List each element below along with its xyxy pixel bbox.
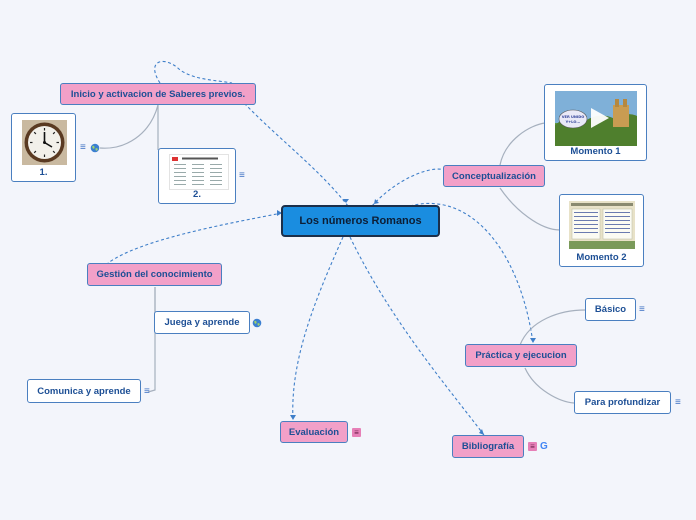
topic-gestion[interactable]: Gestión del conocimiento <box>87 263 222 286</box>
worksheet-thumbnail <box>569 201 635 249</box>
image-card-momento-2[interactable]: Momento 2 <box>559 194 644 267</box>
topic-conceptualizacion-label: Conceptualización <box>452 170 536 182</box>
notes-icon[interactable]: ≡ <box>675 397 681 408</box>
link-concept-momento2 <box>499 187 561 231</box>
topic-conceptualizacion[interactable]: Conceptualización <box>443 165 545 187</box>
topic-practica-label: Práctica y ejecucion <box>475 350 567 361</box>
central-topic-label: Los números Romanos <box>299 215 422 227</box>
link-arrow-practica <box>530 338 536 343</box>
topic-inicio[interactable]: Inicio y activacion de Saberes previos. <box>60 83 256 105</box>
subtopic-juega-label: Juega y aprende <box>164 317 240 328</box>
topic-practica[interactable]: Práctica y ejecucion <box>465 344 577 367</box>
link-arrow-bibliografia <box>479 429 484 435</box>
subtopic-juega[interactable]: Juega y aprende <box>154 311 250 334</box>
link-inicio-card1 <box>99 104 159 149</box>
link-central-bibliografia <box>349 236 485 436</box>
notes-icon[interactable]: ≡ <box>80 142 86 153</box>
link-arrow-gestion <box>277 210 282 216</box>
notes-icon[interactable]: ≡ <box>639 304 645 315</box>
image-card-document[interactable]: 2. <box>158 148 236 204</box>
topic-inicio-label: Inicio y activacion de Saberes previos. <box>70 88 246 100</box>
link-arrow-evaluacion <box>290 415 296 420</box>
document-thumbnail-lines <box>172 157 222 185</box>
link-central-conceptualizacion <box>371 168 446 207</box>
link-central-gestion <box>107 212 283 264</box>
subtopic-comunica-label: Comunica y aprende <box>37 385 131 397</box>
link-arrow-concept <box>374 199 379 204</box>
central-topic[interactable]: Los números Romanos <box>281 205 440 237</box>
image-card-clock-caption: 1. <box>39 167 48 178</box>
link-concept-momento1 <box>499 122 546 166</box>
topic-gestion-label: Gestión del conocimiento <box>96 269 213 280</box>
topic-bibliografia-label: Bibliografía <box>461 441 515 452</box>
subtopic-comunica[interactable]: Comunica y aprende <box>27 379 141 403</box>
topic-evaluacion-label: Evaluación <box>288 426 340 438</box>
image-card-momento-1[interactable]: VER UNIDO Y+LO... Momento 1 <box>544 84 647 161</box>
subtopic-basico[interactable]: Básico <box>585 298 636 321</box>
video-thumbnail-line-1: VER UNIDO <box>562 115 585 119</box>
link-central-practica <box>409 202 534 344</box>
video-thumbnail-line-2: Y+LO... <box>565 120 581 124</box>
clock-image <box>22 120 67 165</box>
google-icon[interactable]: G <box>540 441 548 452</box>
link-practica-basico <box>519 309 586 346</box>
link-inicio-loop <box>154 61 233 84</box>
link-practica-profundizar <box>524 367 575 404</box>
link-central-evaluacion <box>292 236 344 421</box>
notes-icon[interactable]: ≡ <box>352 428 361 437</box>
notes-icon[interactable]: ≡ <box>144 386 150 397</box>
subtopic-profundizar[interactable]: Para profundizar <box>574 391 671 414</box>
topic-evaluacion[interactable]: Evaluación <box>280 421 348 443</box>
globe-icon[interactable] <box>90 143 100 153</box>
image-card-clock[interactable]: 1. <box>11 113 76 182</box>
video-thumbnail: VER UNIDO Y+LO... <box>555 91 637 146</box>
image-card-document-caption: 2. <box>193 189 201 200</box>
notes-icon[interactable]: ≡ <box>528 442 537 451</box>
image-card-momento-1-caption: Momento 1 <box>570 146 621 157</box>
globe-icon[interactable] <box>252 318 262 328</box>
topic-bibliografia[interactable]: Bibliografía <box>452 435 524 458</box>
document-thumbnail <box>169 154 229 190</box>
subtopic-profundizar-label: Para profundizar <box>584 397 661 408</box>
notes-icon[interactable]: ≡ <box>239 170 245 181</box>
play-icon <box>591 108 609 128</box>
subtopic-basico-label: Básico <box>594 304 627 315</box>
image-card-momento-2-caption: Momento 2 <box>576 252 627 263</box>
link-central-inicio <box>244 103 349 207</box>
link-arrow-central-top <box>343 199 349 203</box>
link-gestion-comunica <box>147 287 156 393</box>
